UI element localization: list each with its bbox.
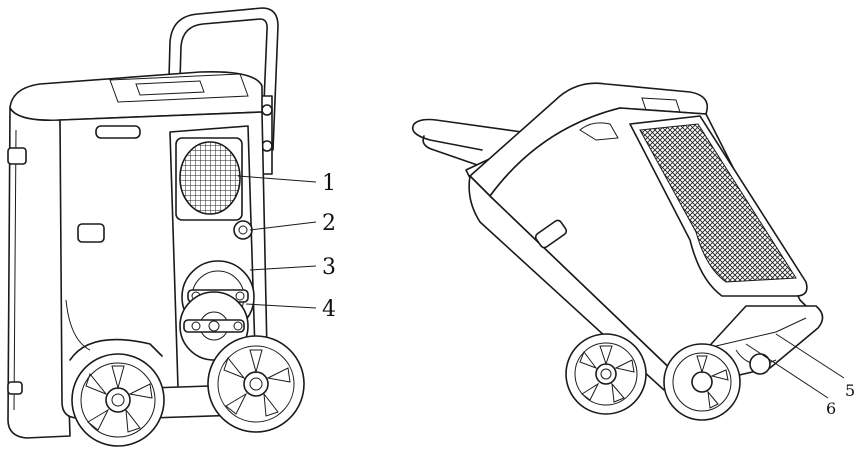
leader-lines-left bbox=[237, 175, 317, 309]
callout-2: 2 bbox=[322, 211, 336, 236]
body-side-panel bbox=[7, 107, 71, 439]
wheel-right-rear bbox=[207, 335, 305, 433]
unit-front-view-tilted bbox=[411, 82, 845, 421]
power-cord-outlet bbox=[233, 220, 253, 240]
air-filter bbox=[175, 137, 243, 221]
callout-3: 3 bbox=[322, 255, 336, 280]
callout-5: 5 bbox=[845, 381, 855, 400]
tilted-wheel-rear bbox=[663, 343, 771, 421]
callout-1: 1 bbox=[322, 171, 336, 196]
tilted-wheel-front bbox=[565, 333, 647, 415]
front-air-grille bbox=[629, 115, 808, 297]
callout-4: 4 bbox=[322, 297, 336, 322]
unit-rear-view bbox=[7, 7, 317, 447]
wheel-left-front bbox=[69, 338, 165, 447]
leader-lines-right bbox=[745, 333, 845, 399]
callout-6: 6 bbox=[826, 399, 836, 418]
callout-labels: 1 2 3 4 5 6 bbox=[322, 171, 855, 418]
